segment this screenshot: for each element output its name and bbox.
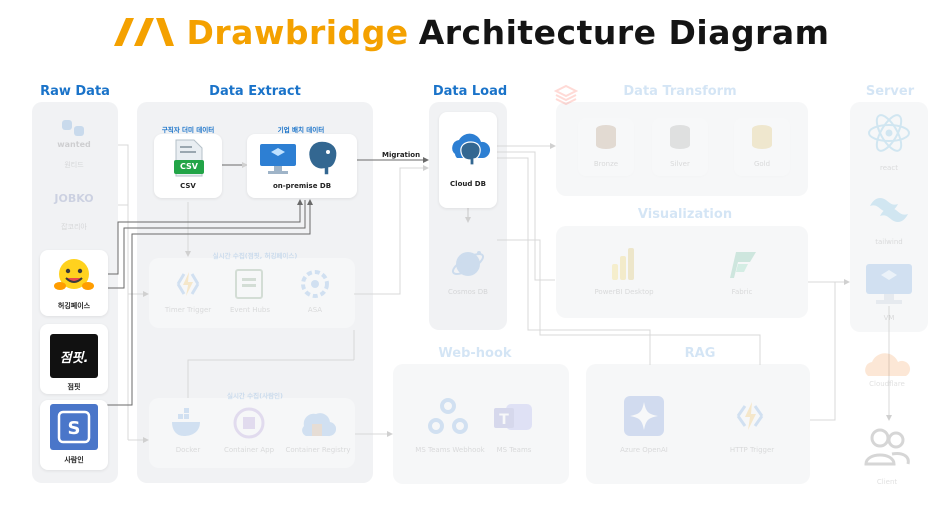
- database-icon: [752, 125, 772, 149]
- client-caption: Client: [876, 478, 898, 486]
- event-hubs-icon: [235, 269, 263, 299]
- realtime-group2-label: 실시간 수집(사람인): [226, 392, 284, 400]
- svg-text:T: T: [499, 412, 509, 428]
- jobko-caption: 잡코리아: [61, 223, 87, 231]
- section-data-transform: Data Transform: [623, 84, 737, 99]
- teams-caption: MS Teams: [496, 446, 532, 454]
- wanted-caption: 원티드: [64, 161, 84, 169]
- openai-sparkle-icon: [624, 396, 664, 436]
- lightning-icon: [176, 272, 200, 296]
- react-caption: react: [880, 164, 898, 172]
- section-web-hook: Web-hook: [438, 346, 512, 361]
- title-main: Architecture Diagram: [418, 12, 830, 52]
- asa-icon: [301, 270, 329, 298]
- section-rag: RAG: [684, 346, 716, 361]
- gold-card: [734, 118, 790, 176]
- csv-file-icon: [174, 139, 204, 177]
- teams-webhook-caption: MS Teams Webhook: [415, 446, 485, 454]
- databricks-icon: [554, 84, 578, 106]
- title-row: Drawbridge Architecture Diagram: [0, 6, 942, 58]
- container-registry-icon: [302, 413, 336, 437]
- section-server: Server: [865, 84, 915, 99]
- container-app-icon: [233, 407, 265, 439]
- cloud-db-icon: [452, 133, 491, 166]
- powerbi-caption: PowerBI Desktop: [594, 288, 654, 296]
- visualization-panel: [556, 226, 808, 318]
- realtime-group-panel: [149, 258, 355, 328]
- tailwind-caption: tailwind: [875, 238, 903, 246]
- react-icon: [868, 114, 910, 152]
- teams-icon: T: [494, 404, 532, 430]
- section-data-load: Data Load: [432, 84, 508, 99]
- database-icon: [596, 125, 616, 149]
- lightning-icon: [736, 402, 764, 430]
- asa-caption: ASA: [307, 306, 323, 314]
- cloudflare-caption: Cloudflare: [869, 380, 905, 388]
- powerbi-icon: [612, 248, 634, 280]
- web-hook-panel: [393, 364, 569, 484]
- drawbridge-logo: [114, 18, 175, 46]
- monitor-icon: [260, 144, 296, 174]
- csv-badge: CSV: [180, 162, 198, 171]
- silver-caption: Silver: [670, 160, 690, 168]
- tailwind-icon: [870, 198, 908, 222]
- gold-caption: Gold: [753, 160, 771, 168]
- saramin-logo: S: [50, 404, 98, 450]
- rag-panel: [586, 364, 810, 484]
- migration-label: Migration: [382, 151, 421, 159]
- hugging-face-icon: [54, 259, 94, 290]
- csv-caption: CSV: [180, 182, 196, 190]
- group-label-csv: 구직자 더미 데이터: [161, 126, 215, 134]
- realtime-group2-panel: [149, 398, 355, 468]
- section-visualization: Visualization: [637, 207, 733, 222]
- timer-trigger-caption: Timer Trigger: [164, 306, 212, 314]
- jumpit-caption: 점핏: [67, 383, 81, 391]
- section-data-extract: Data Extract: [209, 84, 301, 99]
- saramin-caption: 사람인: [64, 456, 84, 464]
- jobko-wordmark: JOBKO: [54, 192, 94, 205]
- wanted-wordmark: wanted: [57, 140, 91, 149]
- http-trigger-caption: HTTP Trigger: [729, 446, 775, 454]
- database-icon: [670, 125, 690, 149]
- cosmos-db-icon: [451, 251, 485, 276]
- svg-text:S: S: [68, 418, 81, 439]
- container-app-caption: Container App: [223, 446, 275, 454]
- postgres-icon: [307, 140, 338, 176]
- onprem-caption: on-premise DB: [272, 182, 332, 190]
- docker-caption: Docker: [175, 446, 201, 454]
- data-transform-panel: [556, 102, 808, 196]
- vm-icon: [866, 264, 912, 304]
- event-hubs-caption: Event Hubs: [229, 306, 271, 314]
- webhook-icon: [428, 398, 468, 434]
- title-accent: Drawbridge: [186, 12, 409, 52]
- client-icon: [864, 428, 910, 466]
- docker-icon: [172, 408, 200, 436]
- jumpit-logo-text: 점핏.: [59, 350, 89, 366]
- wanted-logo: [62, 120, 84, 136]
- group-label-db: 기업 배치 데이터: [277, 126, 325, 134]
- server-panel: [850, 102, 928, 332]
- bronze-card: [578, 118, 634, 176]
- fabric-icon: [730, 252, 756, 278]
- container-registry-caption: Container Registry: [285, 446, 351, 454]
- hugging-face-caption: 허깅페이스: [57, 302, 91, 310]
- silver-card: [652, 118, 708, 176]
- fabric-caption: Fabric: [731, 288, 753, 296]
- cosmos-db-caption: Cosmos DB: [448, 288, 488, 296]
- jumpit-logo: 점핏.: [50, 334, 98, 378]
- vm-caption: VM: [883, 314, 895, 322]
- section-raw-data: Raw Data: [40, 84, 110, 99]
- bronze-caption: Bronze: [593, 160, 619, 168]
- realtime-group-label: 실시간 수집(점핏, 허깅페이스): [212, 252, 298, 260]
- openai-caption: Azure OpenAI: [620, 446, 668, 454]
- cloud-db-caption: Cloud DB: [450, 180, 486, 188]
- cloudflare-icon: [865, 353, 911, 376]
